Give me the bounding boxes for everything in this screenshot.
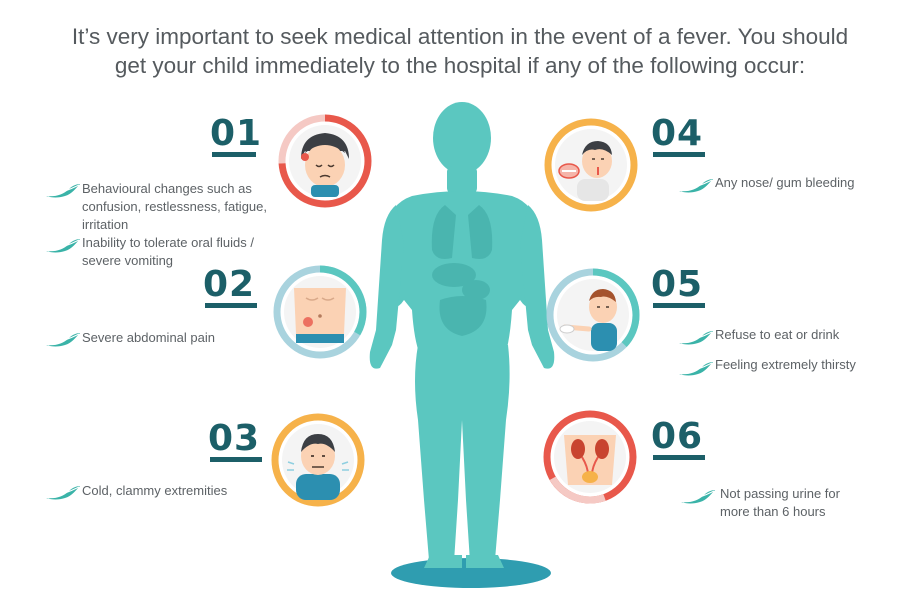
number-03: 03: [208, 418, 261, 459]
leaf-bullet-icon: [679, 179, 713, 193]
leaf-bullet-icon: [46, 239, 80, 253]
number-04-underline: [653, 152, 705, 157]
shivering-child-icon: [271, 413, 365, 507]
leaf-bullet-icon: [46, 333, 80, 347]
thirsty-child-icon: [546, 268, 640, 362]
leaf-bullet-icon: [681, 490, 715, 504]
number-02: 02: [203, 264, 256, 305]
sick-child-icon: [278, 114, 372, 208]
headline-line-2: get your child immediately to the hospit…: [114, 53, 806, 78]
number-03-underline: [210, 457, 262, 462]
leaf-bullet-icon: [679, 331, 713, 345]
number-01-underline: [212, 152, 256, 157]
abdomen-icon: [273, 265, 367, 359]
item-05-text-b: Feeling extremely thirsty: [715, 357, 856, 372]
number-02-underline: [205, 303, 257, 308]
item-06-text: Not passing urine for more than 6 hours: [720, 486, 840, 519]
number-01: 01: [210, 113, 263, 154]
headline-line-1: It’s very important to seek medical atte…: [71, 24, 849, 49]
number-06: 06: [651, 416, 704, 457]
item-01-text-a: Behavioural changes such as confusion, r…: [82, 181, 267, 232]
item-04-text: Any nose/ gum bleeding: [715, 175, 855, 190]
number-04: 04: [651, 113, 704, 154]
leaf-bullet-icon: [46, 486, 80, 500]
number-06-underline: [653, 455, 705, 460]
leaf-bullet-icon: [679, 362, 713, 376]
item-05-text-a: Refuse to eat or drink: [715, 327, 840, 342]
item-01-text-b: Inability to tolerate oral fluids / seve…: [82, 235, 254, 268]
kidney-icon: [543, 410, 637, 504]
headline: It’s very important to seek medical atte…: [0, 22, 920, 80]
nosebleed-child-icon: [544, 118, 638, 212]
item-03-text: Cold, clammy extremities: [82, 483, 228, 498]
leaf-bullet-icon: [46, 184, 80, 198]
item-02-text: Severe abdominal pain: [82, 330, 215, 345]
number-05-underline: [653, 303, 705, 308]
number-05: 05: [651, 264, 704, 305]
